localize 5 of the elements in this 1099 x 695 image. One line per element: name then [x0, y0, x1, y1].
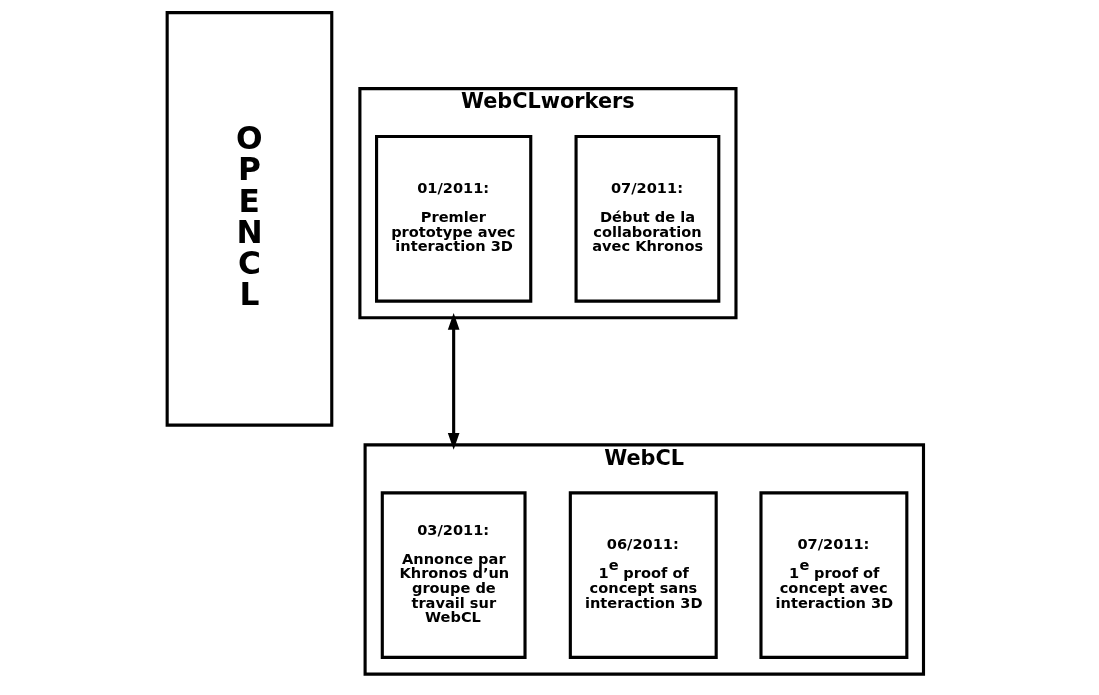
- node-box: 03/2011: Annonce par Khronos d’un groupe de travail sur WebCL: [380, 491, 527, 659]
- node-box: O P E N C L: [165, 11, 334, 427]
- node-box: 07/2011: Début de la collaboration avec Khronos: [574, 134, 721, 303]
- arrow: [447, 313, 460, 450]
- node-box: 01/2011: Premler prototype avec interaction 3D: [375, 134, 533, 303]
